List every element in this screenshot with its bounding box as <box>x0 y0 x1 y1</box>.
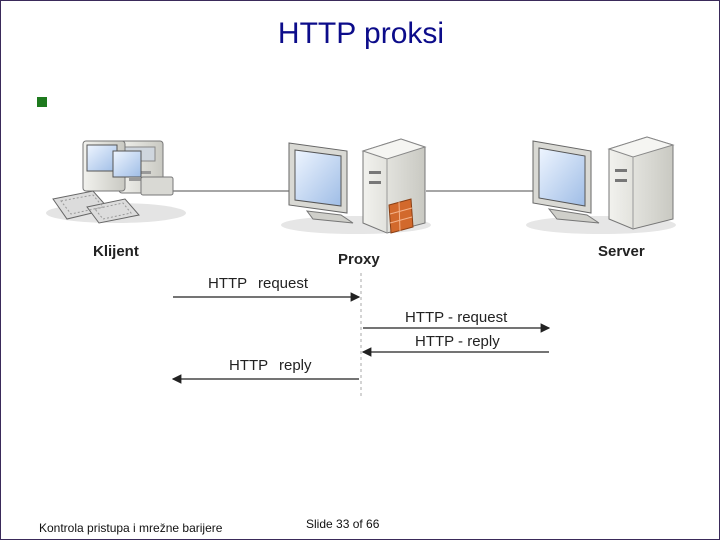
bullet-icon <box>37 97 47 107</box>
server-reply-label: HTTP - reply <box>415 333 500 350</box>
web-server-icon <box>526 136 676 234</box>
server-label: Server <box>598 243 645 260</box>
client-reply-label-http: HTTP <box>229 357 269 374</box>
client-computers-icon <box>46 140 186 224</box>
firewall-icon <box>388 198 414 234</box>
client-request-label-request: request <box>258 275 309 292</box>
footer-course-title: Kontrola pristupa i mrežne barijere <box>39 521 223 535</box>
client-request-label-http: HTTP <box>208 275 248 292</box>
proxy-request-label: HTTP - request <box>405 309 508 326</box>
client-reply-label-reply: reply <box>279 357 312 374</box>
proxy-label: Proxy <box>338 251 380 268</box>
client-label: Klijent <box>93 243 139 260</box>
slide-title: HTTP proksi <box>277 17 445 50</box>
footer-slide-number: Slide 33 of 66 <box>306 517 380 531</box>
